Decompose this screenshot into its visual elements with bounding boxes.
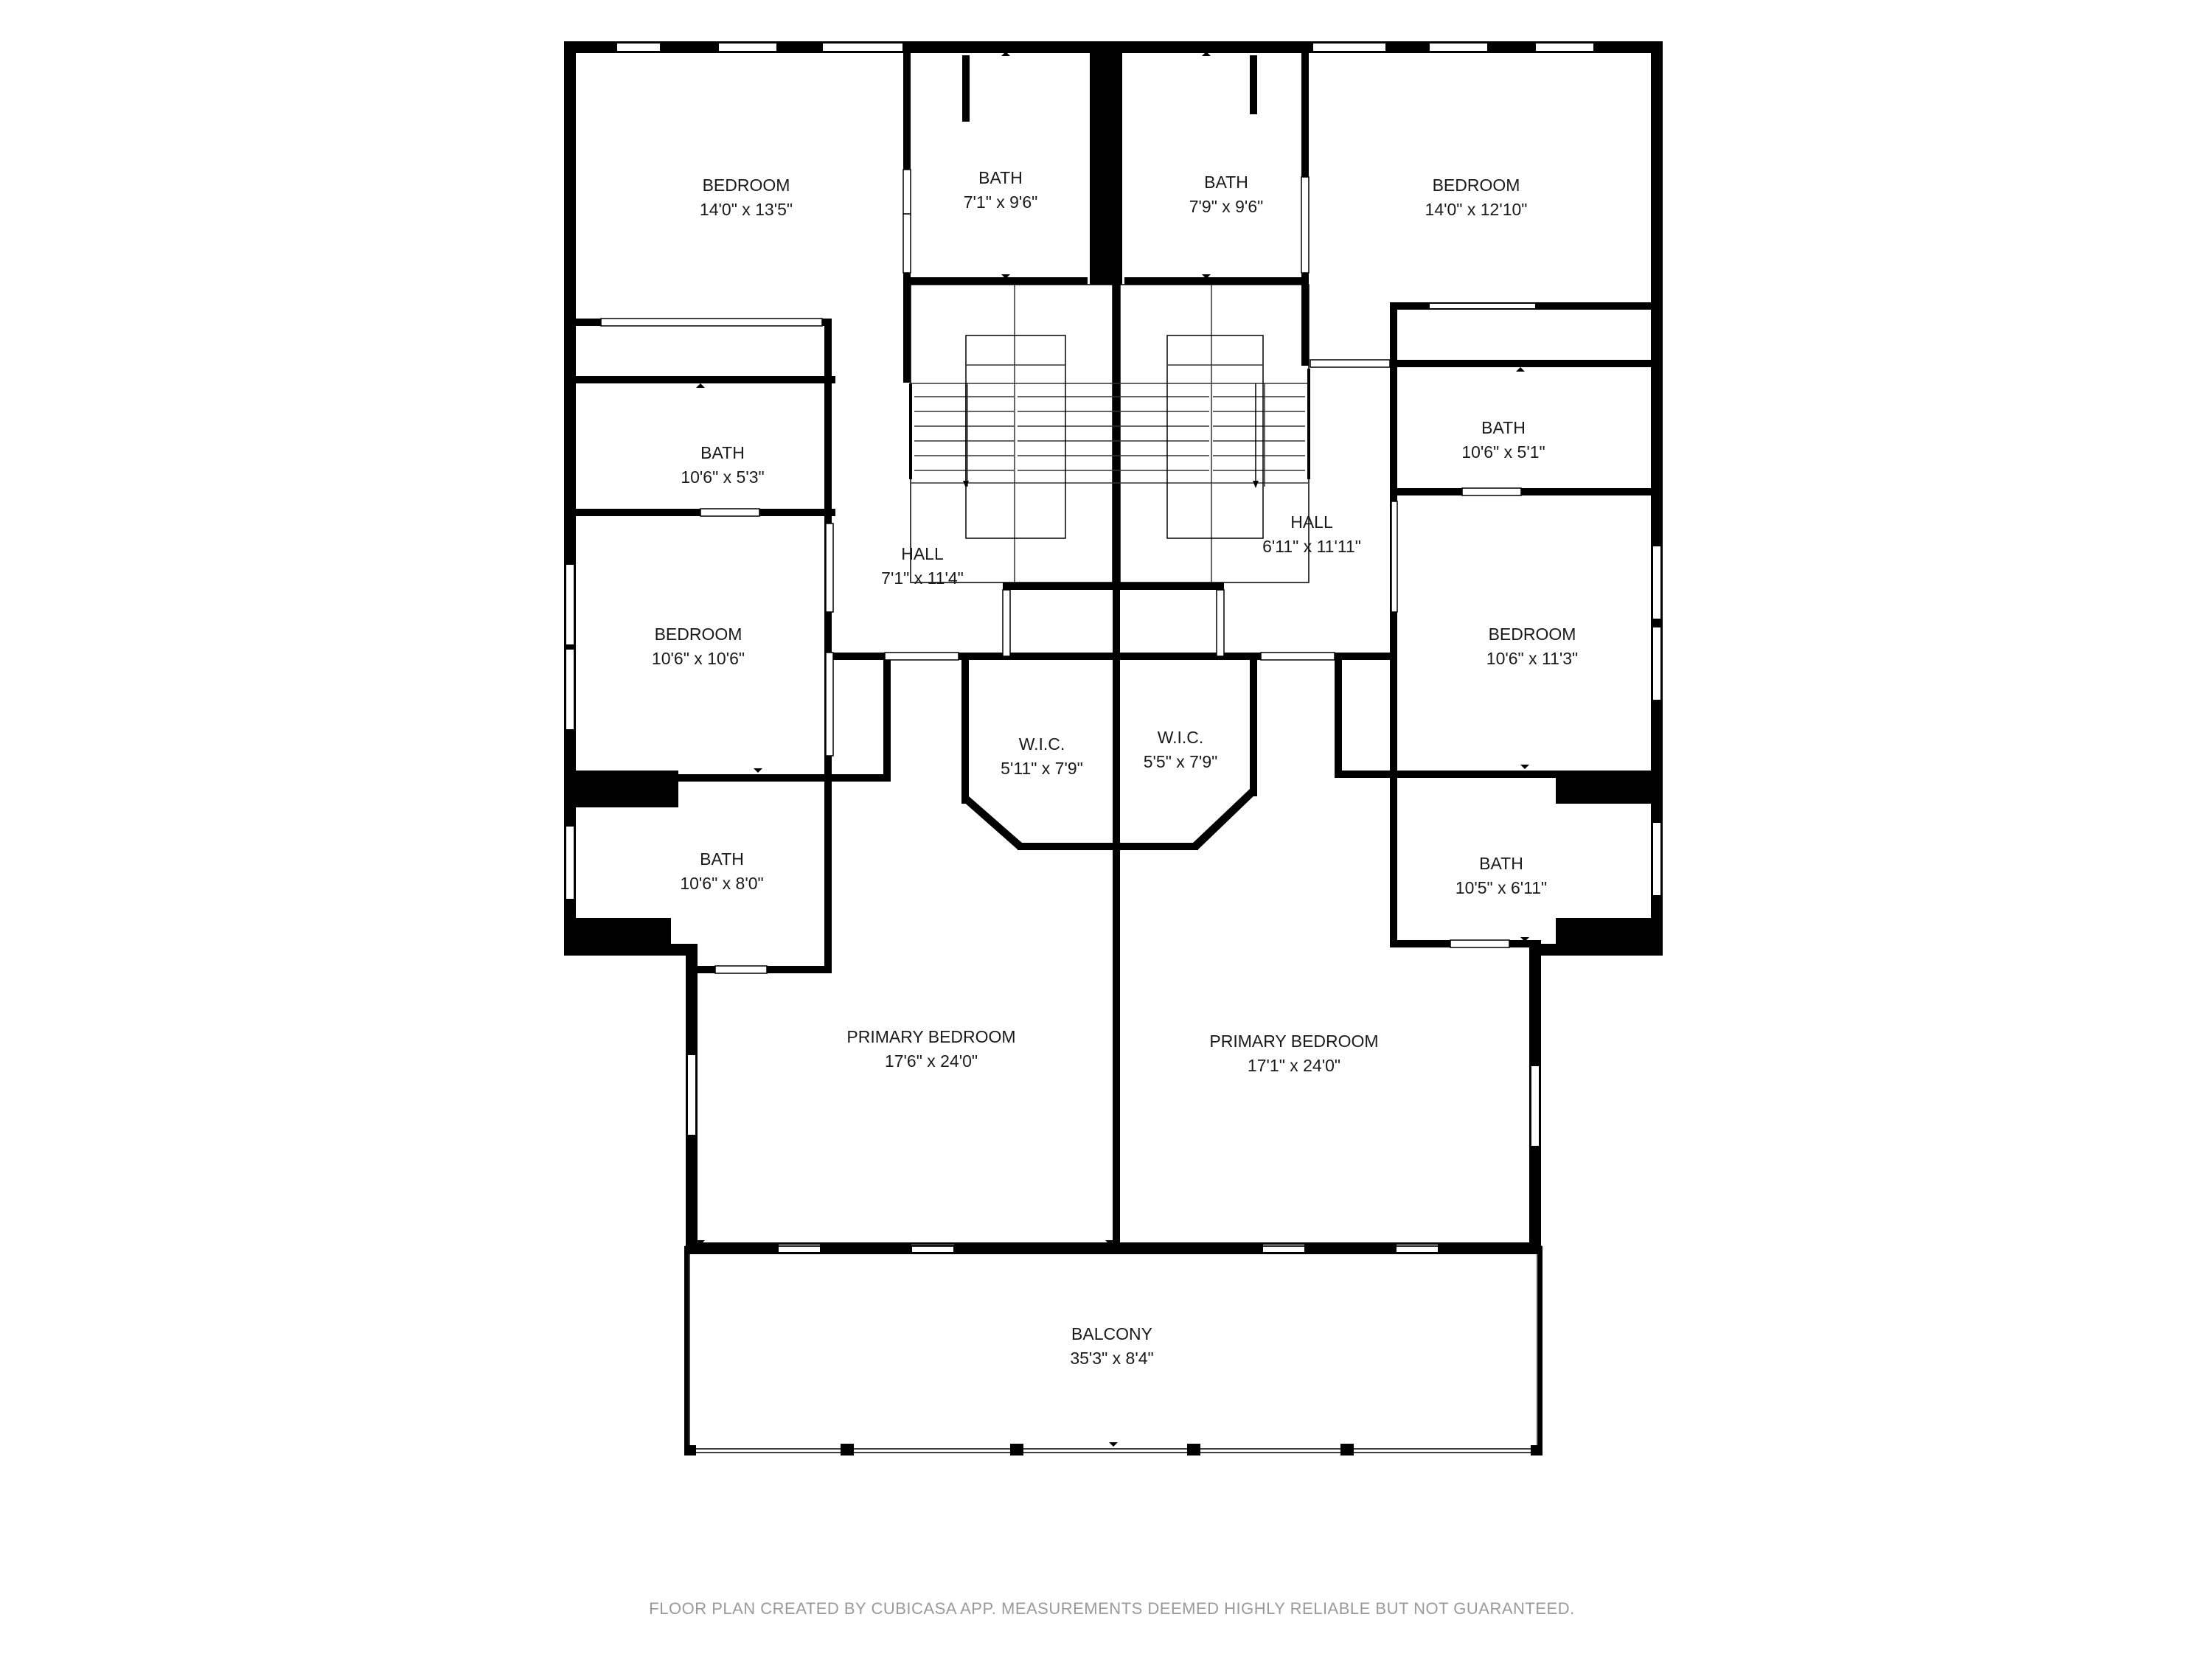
doors	[600, 169, 1522, 1246]
bedroom-w-dims: 10'6" x 10'6"	[652, 649, 745, 668]
bath-n1-dims: 7'1" x 9'6"	[964, 192, 1038, 212]
bedroom-e-dims: 10'6" x 11'3"	[1486, 649, 1578, 668]
bath-w1-name: BATH	[700, 443, 745, 462]
primary-e-name: PRIMARY BEDROOM	[1209, 1032, 1378, 1051]
room-labels: BEDROOM 14'0" x 13'5" BATH 7'1" x 9'6" B…	[652, 168, 1578, 1368]
bedroom-e-name: BEDROOM	[1489, 625, 1576, 644]
bedroom-nw-dims: 14'0" x 13'5"	[700, 200, 793, 219]
balcony-dims: 35'3" x 8'4"	[1070, 1349, 1153, 1368]
bath-w2-dims: 10'6" x 8'0"	[680, 874, 763, 893]
dimension-markers	[696, 52, 1529, 1447]
hall-w-dims: 7'1" x 11'4"	[881, 568, 964, 588]
hall-e-name: HALL	[1290, 512, 1333, 532]
bath-w2-name: BATH	[700, 849, 744, 869]
wic-e-name: W.I.C.	[1158, 728, 1204, 747]
bath-n1-name: BATH	[978, 168, 1023, 187]
wic-w-dims: 5'11" x 7'9"	[1001, 759, 1083, 778]
stairs	[909, 284, 1310, 583]
bath-e2-dims: 10'5" x 6'11"	[1455, 878, 1547, 897]
bath-w1-dims: 10'6" x 5'3"	[681, 467, 764, 487]
hall-w-name: HALL	[901, 544, 944, 563]
bath-e2-name: BATH	[1479, 854, 1523, 873]
bath-e1-name: BATH	[1481, 418, 1526, 437]
wic-w-name: W.I.C.	[1019, 734, 1065, 754]
bedroom-nw-name: BEDROOM	[703, 175, 790, 195]
bath-n2-name: BATH	[1204, 173, 1248, 192]
bedroom-ne-name: BEDROOM	[1433, 175, 1520, 195]
primary-w-dims: 17'6" x 24'0"	[885, 1051, 978, 1071]
balcony-structure	[684, 1245, 1543, 1455]
bath-e1-dims: 10'6" x 5'1"	[1461, 442, 1545, 462]
bath-n2-dims: 7'9" x 9'6"	[1189, 197, 1264, 216]
footer-disclaimer: FLOOR PLAN CREATED BY CUBICASA APP. MEAS…	[649, 1599, 1574, 1618]
bedroom-w-name: BEDROOM	[655, 625, 742, 644]
primary-e-dims: 17'1" x 24'0"	[1248, 1056, 1340, 1075]
balcony-name: BALCONY	[1071, 1324, 1152, 1343]
primary-w-name: PRIMARY BEDROOM	[846, 1027, 1015, 1046]
wic-e-dims: 5'5" x 7'9"	[1144, 752, 1218, 771]
hall-e-dims: 6'11" x 11'11"	[1262, 537, 1361, 556]
bedroom-ne-dims: 14'0" x 12'10"	[1425, 200, 1528, 219]
